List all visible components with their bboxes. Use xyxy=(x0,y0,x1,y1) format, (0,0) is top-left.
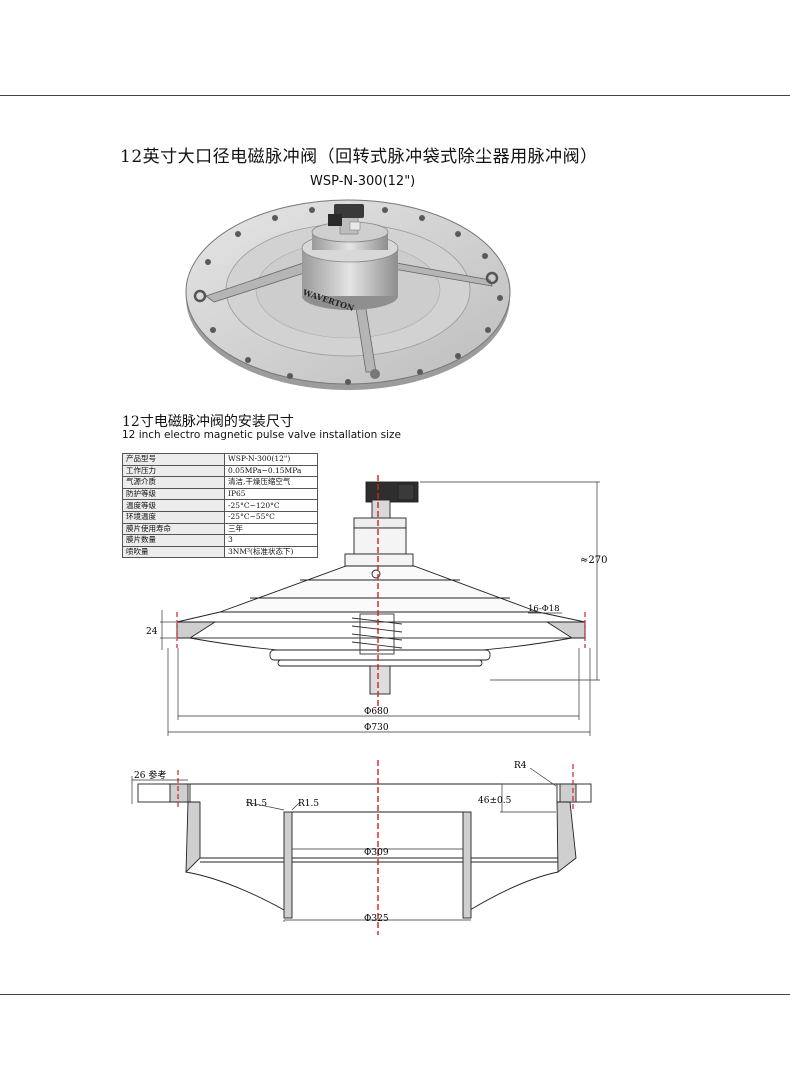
bottom-rule xyxy=(0,994,790,995)
table-row: 气源介质清洁,干燥压缩空气 xyxy=(122,476,318,489)
spec-value: -25°C~120°C xyxy=(224,499,318,512)
arm-foot xyxy=(370,369,380,379)
spec-key: 膜片使用寿命 xyxy=(122,522,225,536)
spec-value: IP65 xyxy=(224,487,318,501)
section-title-en: 12 inch electro magnetic pulse valve ins… xyxy=(122,429,401,441)
spec-value: 3NM³(标准状态下) xyxy=(224,545,318,559)
spec-value: 0.05MPa~0.15MPa xyxy=(224,464,318,478)
lifting-eyes xyxy=(193,271,499,303)
table-row: 温度等级-25°C~120°C xyxy=(122,499,318,512)
spec-value: 清洁,干燥压缩空气 xyxy=(224,476,318,489)
spec-key: 产品型号 xyxy=(122,453,225,466)
spec-key: 温度等级 xyxy=(122,499,225,512)
spec-key: 气源介质 xyxy=(122,476,225,489)
spec-key: 防护等级 xyxy=(122,487,225,501)
table-row: 膜片使用寿命三年 xyxy=(122,522,318,536)
spec-key: 喷吹量 xyxy=(122,545,225,559)
table-row: 环境温度-25°C~55°C xyxy=(122,510,318,524)
spec-value: -25°C~55°C xyxy=(224,510,318,524)
spec-key: 环境温度 xyxy=(122,510,225,524)
valve-body xyxy=(301,204,399,310)
bolt-holes xyxy=(205,207,503,385)
spec-key: 膜片数量 xyxy=(122,534,225,547)
spec-value: WSP-N-300(12") xyxy=(224,453,318,466)
page-title: 12英寸大口径电磁脉冲阀（回转式脉冲袋式除尘器用脉冲阀） xyxy=(120,147,598,167)
top-rule xyxy=(0,95,790,96)
model-number: WSP-N-300(12") xyxy=(310,174,416,189)
spec-value: 三年 xyxy=(224,522,318,536)
spec-value: 3 xyxy=(224,534,318,547)
section-title-cn: 12寸电磁脉冲阀的安装尺寸 xyxy=(122,414,294,430)
spec-key: 工作压力 xyxy=(122,464,225,478)
